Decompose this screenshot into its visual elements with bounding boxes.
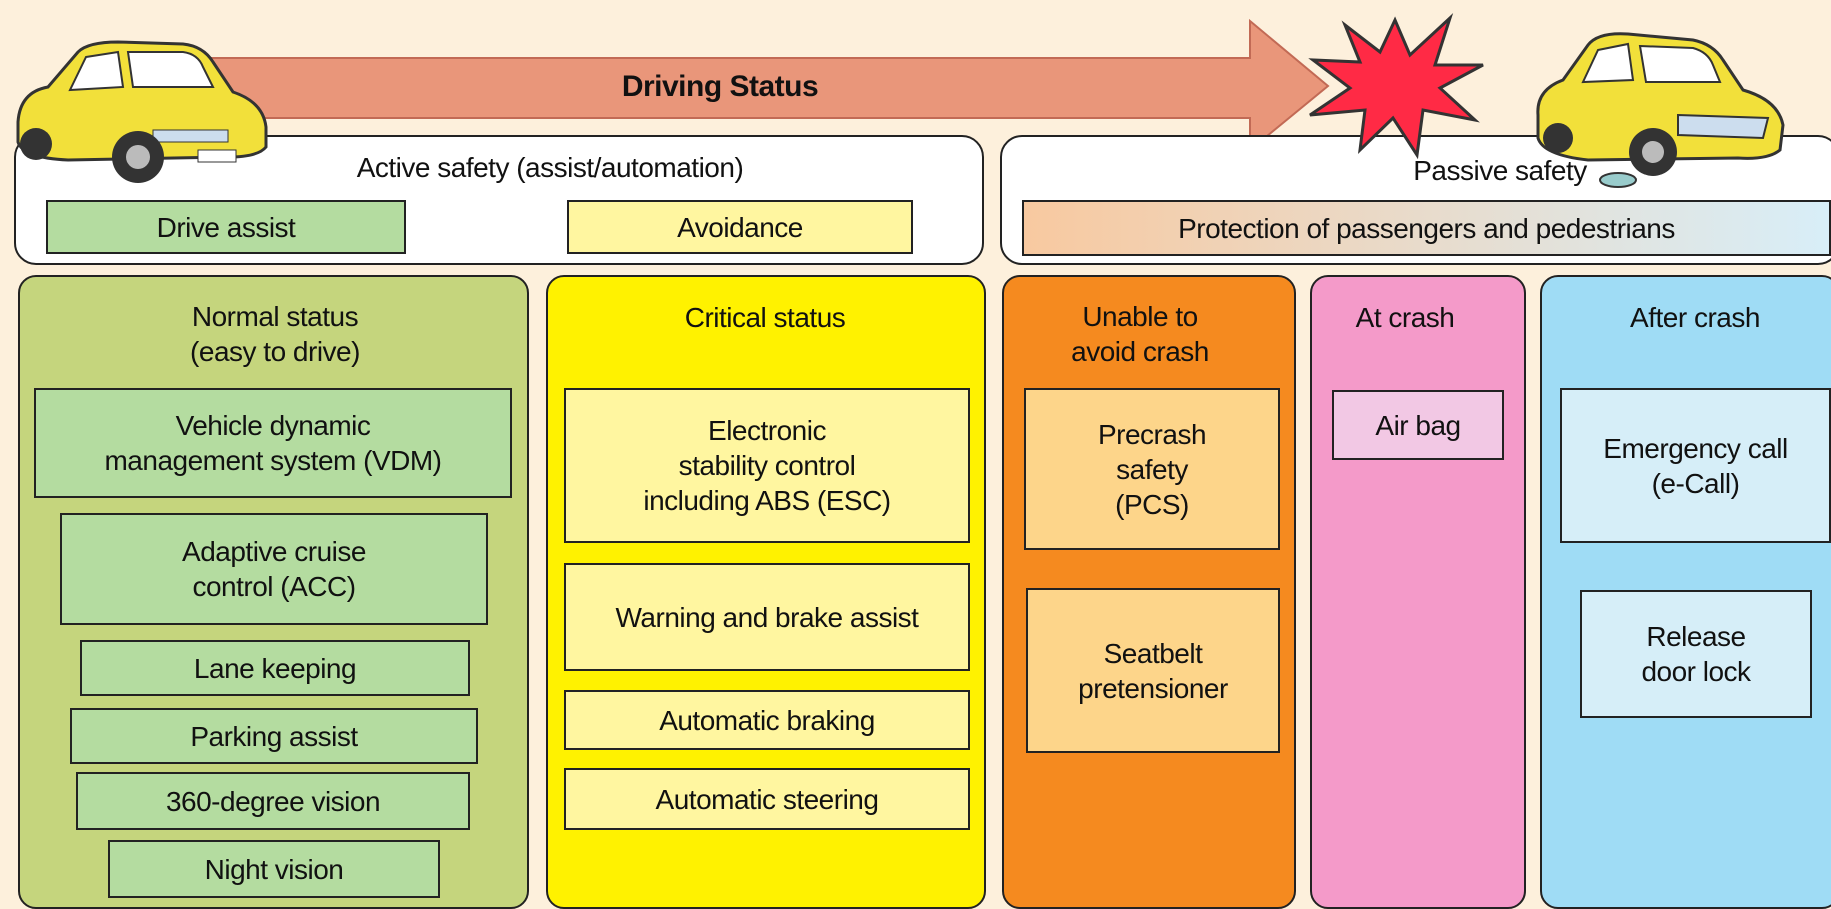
automatic-braking-box: Automatic braking	[564, 690, 970, 750]
air-bag-box: Air bag	[1332, 390, 1504, 460]
parking-assist-box: Parking assist	[70, 708, 478, 764]
emergency-call-box: Emergency call (e-Call)	[1560, 388, 1831, 543]
esc-box: Electronic stability control including A…	[564, 388, 970, 543]
at-crash-title: At crash	[1355, 301, 1455, 333]
drive-assist-box: Drive assist	[46, 200, 406, 254]
driving-status-label: Driving Status	[621, 70, 819, 104]
passive-safety-title: Passive safety	[1413, 154, 1587, 186]
active-safety-title: Active safety (assist/automation)	[356, 151, 744, 183]
avoidance-box: Avoidance	[567, 200, 913, 254]
vdm-box: Vehicle dynamic management system (VDM)	[34, 388, 512, 498]
night-vision-box: Night vision	[108, 840, 440, 898]
at-crash-column	[1310, 275, 1526, 909]
lane-keeping-box: Lane keeping	[80, 640, 470, 696]
acc-box: Adaptive cruise control (ACC)	[60, 513, 488, 625]
unable-to-avoid-title: Unable to avoid crash	[1071, 301, 1209, 367]
normal-status-title: Normal status (easy to drive)	[190, 301, 360, 367]
crash-burst-icon	[1308, 13, 1484, 160]
protection-box: Protection of passengers and pedestrians	[1022, 200, 1831, 256]
critical-status-title: Critical status	[684, 301, 846, 333]
pcs-box: Precrash safety (PCS)	[1024, 388, 1280, 550]
360-vision-box: 360-degree vision	[76, 772, 470, 830]
after-crash-title: After crash	[1630, 301, 1760, 333]
release-door-lock-box: Release door lock	[1580, 590, 1812, 718]
automatic-steering-box: Automatic steering	[564, 768, 970, 830]
crashed-car-icon	[1536, 32, 1785, 188]
warning-brake-box: Warning and brake assist	[564, 563, 970, 671]
car-icon	[16, 40, 268, 183]
driving-status-arrow	[150, 18, 1330, 153]
seatbelt-pretensioner-box: Seatbelt pretensioner	[1026, 588, 1280, 753]
